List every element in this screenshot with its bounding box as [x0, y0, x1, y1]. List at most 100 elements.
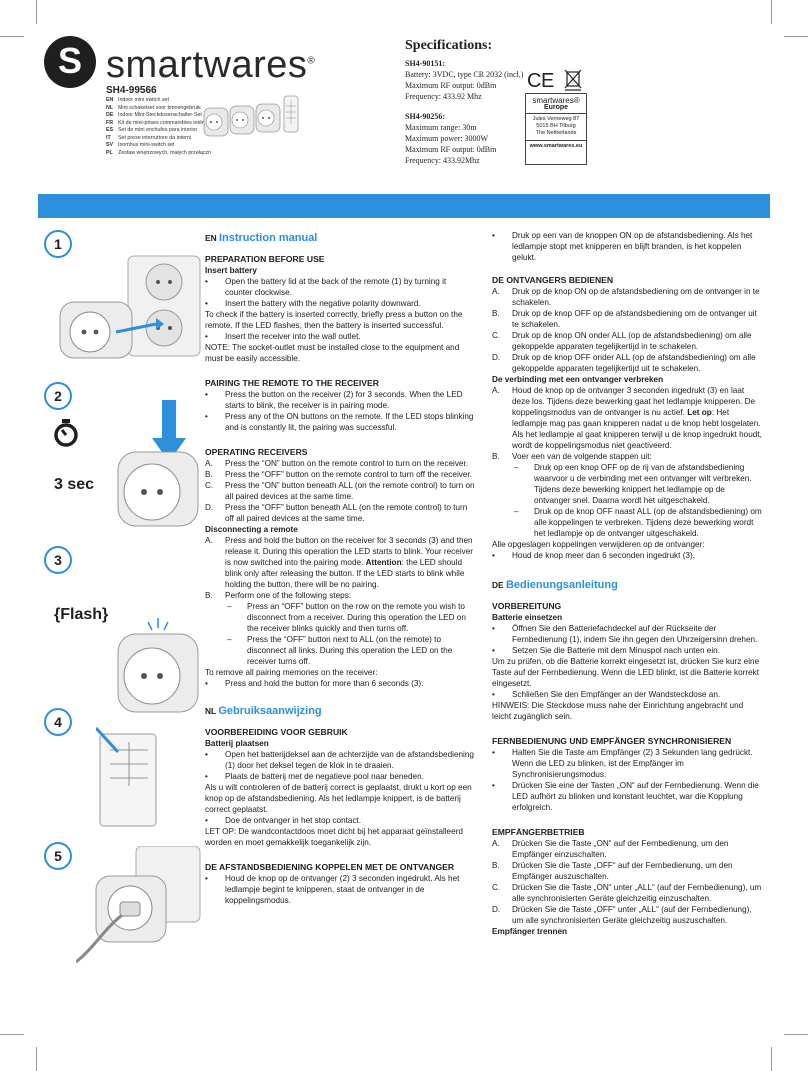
- note: LET OP: De wandcontactdoos moet dicht bi…: [205, 827, 463, 847]
- plug-in-illustration: [76, 846, 201, 964]
- bullet-item: •Setzen Sie die Batterie mit dem Minuspo…: [492, 646, 720, 655]
- list-item: A.Press the “ON” button on the remote co…: [205, 459, 469, 468]
- de-heading: DE Bedienungsanleitung: [492, 579, 618, 591]
- subsection-title: Disconnecting a remote: [205, 525, 298, 534]
- subsection-title: Batterie einsetzen: [492, 613, 563, 622]
- address-line: Jules Verneweg 87: [532, 116, 580, 122]
- bullet-item: •Houd de knop meer dan 6 seconden ingedr…: [492, 551, 695, 560]
- list-item: D.Druk op de knop OFF onder ALL (op de a…: [492, 353, 756, 373]
- paragraph: Alle opgeslagen koppelingen verwijderen …: [492, 540, 705, 549]
- crop-mark: [0, 36, 24, 37]
- section-title: DE ONTVANGERS BEDIENEN: [492, 275, 614, 285]
- spec-model: SH4-90151:: [405, 59, 445, 68]
- list-item: B.Voer een van de volgende stappen uit:: [492, 452, 652, 461]
- remote-illustration: [96, 726, 157, 827]
- en-heading: EN Instruction manual: [205, 232, 318, 244]
- bullet-item: •Drücken Sie eine der Tasten „ON“ auf de…: [492, 781, 759, 812]
- address-web: www.smartwares.eu: [526, 140, 586, 150]
- bullet-item: •Press the button on the receiver (2) fo…: [205, 390, 463, 410]
- spec-model: SH4-90256:: [405, 112, 445, 121]
- product-image: [203, 95, 299, 137]
- section-title: FERNBEDIENUNG UND EMPFÄNGER SYNCHRONISIE…: [492, 736, 732, 746]
- bullet-item: •Öffnen Sie den Batteriefachdeckel auf d…: [492, 624, 758, 644]
- crop-mark: [784, 36, 808, 37]
- list-item: A.Houd de knop op de ontvanger 3 seconde…: [492, 386, 762, 450]
- sub-list-item: –Druk op een knop OFF op de rij van de a…: [514, 463, 752, 505]
- bullet-item: •Open het batterijdeksel aan de achterzi…: [205, 750, 474, 770]
- sub-list-item: –Press the “OFF” button next to ALL (on …: [227, 635, 453, 666]
- list-item: B.Druk op de knop OFF op de afstandsbedi…: [492, 309, 757, 329]
- step-number: 4: [44, 708, 72, 736]
- sub-list-item: –Press an “OFF” button on the row on the…: [227, 602, 466, 633]
- crop-mark: [771, 1047, 772, 1071]
- ce-weee-icon: C E: [527, 69, 582, 92]
- list-item: A.Drücken Sie die Taste „ON“ auf der Fer…: [492, 839, 729, 859]
- paragraph: Als u wilt controleren of de batterij co…: [205, 783, 472, 814]
- flash-illustration: [117, 618, 199, 713]
- address-brand: smartwares®: [532, 96, 580, 105]
- bullet-item: •Press and hold the button for more than…: [205, 679, 424, 688]
- flash-label: {Flash}: [54, 606, 109, 623]
- spec-line: Maximum RF output: 0dBm: [405, 145, 497, 154]
- note: NOTE: The socket-outlet must be installe…: [205, 343, 460, 363]
- bullet-item: •Schließen Sie den Empfänger an der Wand…: [492, 690, 721, 699]
- paragraph: To check if the battery is inserted corr…: [205, 310, 463, 330]
- bullet-item: •Insert the receiver into the wall outle…: [205, 332, 361, 341]
- spec-line: Maximum RF output: 0dBm: [405, 81, 497, 90]
- address-region: Europe: [526, 104, 586, 114]
- section-title: EMPFÄNGERBETRIEB: [492, 827, 585, 837]
- crop-mark: [771, 0, 772, 24]
- model-number: SH4-99566: [106, 85, 157, 96]
- paragraph: To remove all pairing memories on the re…: [205, 668, 378, 677]
- note: HINWEIS: Die Steckdose muss nahe der Ein…: [492, 701, 744, 721]
- step-number: 5: [44, 842, 72, 870]
- section-title: PREPARATION BEFORE USE: [205, 254, 325, 264]
- address-line: 5015 BH Tilburg: [536, 123, 576, 129]
- subsection-title: De verbinding met een ontvanger verbreke…: [492, 375, 664, 384]
- section-title: PAIRING THE REMOTE TO THE RECEIVER: [205, 378, 379, 388]
- list-item: D.Press the “OFF” button beneath ALL (on…: [205, 503, 468, 523]
- list-item: A.Druk op de knop ON op de afstandsbedie…: [492, 287, 760, 307]
- bullet-item: •Open the battery lid at the back of the…: [205, 277, 447, 297]
- text-column-2: •Druk op een van de knoppen ON op de afs…: [492, 230, 762, 937]
- section-title: VORBEREITUNG: [492, 601, 562, 611]
- specs-title: Specifications:: [405, 38, 493, 53]
- sub-list-item: –Druk op de knop OFF naast ALL (op de af…: [514, 507, 762, 538]
- crop-mark: [36, 0, 37, 24]
- spec-line: Frequency: 433.92 Mhz: [405, 92, 482, 101]
- battery-illustration: [59, 255, 201, 359]
- subsection-title: Insert battery: [205, 266, 257, 275]
- spec-line: Maximum range: 30m: [405, 123, 477, 132]
- step-number: 2: [44, 382, 72, 410]
- timer-icon: [54, 419, 78, 447]
- pairing-illustration: [117, 400, 199, 527]
- list-item: D.Drücken Sie die Taste „OFF“ unter „ALL…: [492, 905, 752, 925]
- bullet-item: •Plaats de batterij met de negatieve poo…: [205, 772, 424, 781]
- brand-logo-icon: S: [44, 36, 96, 88]
- section-title: DE AFSTANDSBEDIENING KOPPELEN MET DE ONT…: [205, 862, 455, 872]
- address-line: The Netherlands: [535, 130, 577, 136]
- subsection-title: Empfänger trennen: [492, 927, 568, 936]
- svg-text:C: C: [527, 70, 541, 92]
- list-item: C.Drücken Sie die Taste „ON“ unter „ALL“…: [492, 883, 762, 903]
- crop-mark: [0, 1034, 24, 1035]
- spec-line: Frequency: 433.92Mhz: [405, 156, 480, 165]
- list-item: B.Press the “OFF” button on the remote c…: [205, 470, 472, 479]
- header-band: [38, 194, 770, 218]
- step-number: 1: [44, 230, 72, 258]
- list-item: B.Drücken Sie die Taste „OFF“ auf der Fe…: [492, 861, 733, 881]
- bullet-item: •Druk op een van de knoppen ON op de afs…: [492, 231, 753, 262]
- spec-line: Maximum power: 3000W: [405, 134, 489, 143]
- list-item: A.Press and hold the button on the recei…: [205, 536, 474, 589]
- brand-name: smartwares®: [106, 44, 316, 86]
- bullet-item: •Houd de knop op de ontvanger (2) 3 seco…: [205, 874, 460, 905]
- text-column-1: EN Instruction manual PREPARATION BEFORE…: [205, 230, 475, 906]
- list-item: C.Druk op de knop ON onder ALL (op de af…: [492, 331, 752, 351]
